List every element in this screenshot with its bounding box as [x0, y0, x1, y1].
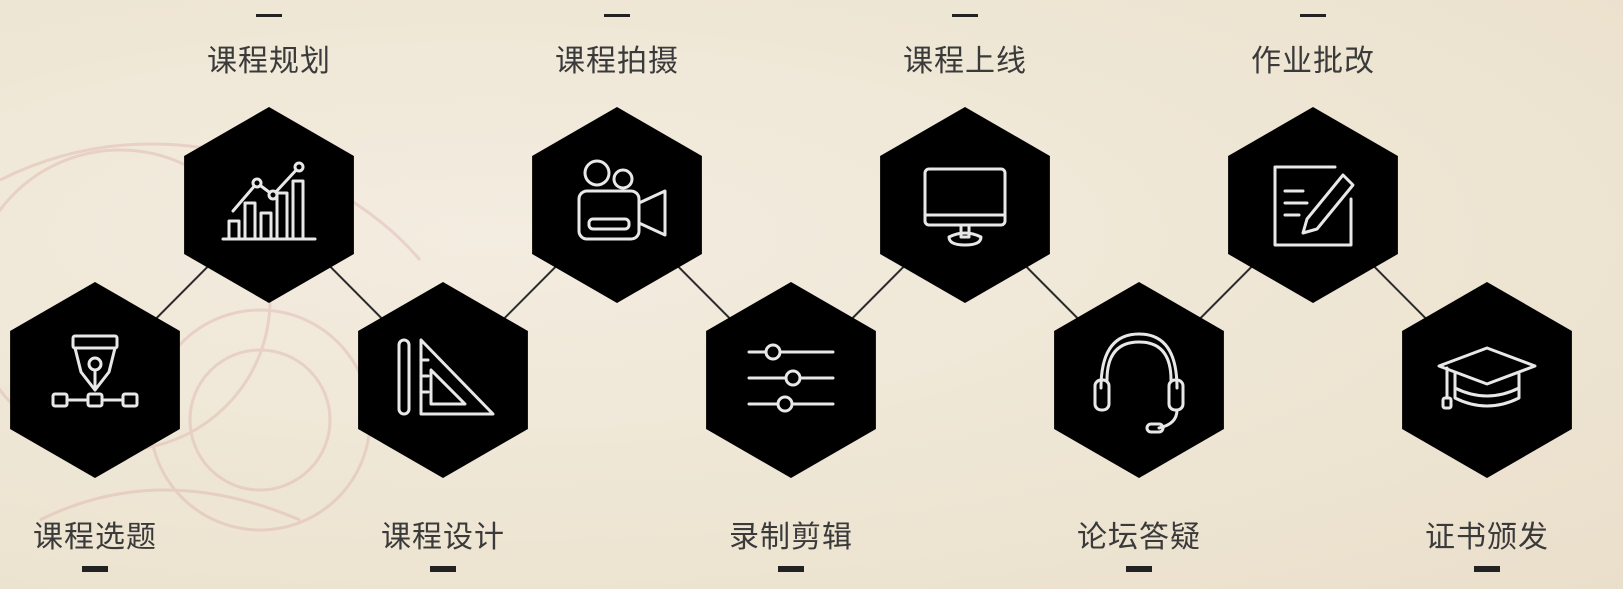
- step-node-6: [880, 107, 1050, 303]
- pen-nib-icon: [51, 334, 139, 408]
- hexagon: [1402, 282, 1572, 478]
- step-marker: [430, 566, 456, 572]
- step-marker: [1126, 566, 1152, 572]
- step-node-3: [358, 282, 528, 478]
- step-label: 课程规划: [207, 44, 331, 79]
- hexagon: [532, 107, 702, 303]
- ruler-triangle-icon: [397, 338, 495, 416]
- step-label: 作业批改: [1251, 44, 1375, 79]
- step-marker: [1474, 566, 1500, 572]
- step-label: 证书颁发: [1425, 520, 1549, 555]
- video-camera-icon: [577, 159, 667, 241]
- hexagon: [1228, 107, 1398, 303]
- step-label: 课程拍摄: [555, 44, 679, 79]
- step-label: 论坛答疑: [1077, 520, 1201, 555]
- graduation-cap-icon: [1437, 346, 1537, 410]
- hexagon: [880, 107, 1050, 303]
- hexagon: [1054, 282, 1224, 478]
- step-label: 课程设计: [381, 520, 505, 555]
- sliders-icon: [747, 343, 835, 413]
- step-marker: [82, 566, 108, 572]
- step-node-9: [1402, 282, 1572, 478]
- step-node-4: [532, 107, 702, 303]
- step-marker: [256, 14, 282, 17]
- step-label: 录制剪辑: [729, 520, 853, 555]
- step-node-5: [706, 282, 876, 478]
- step-marker: [778, 566, 804, 572]
- step-marker: [604, 14, 630, 17]
- step-node-2: [184, 107, 354, 303]
- step-marker: [1300, 14, 1326, 17]
- monitor-icon: [923, 167, 1007, 247]
- step-node-1: [10, 282, 180, 478]
- step-node-7: [1054, 282, 1224, 478]
- bar-chart-icon: [221, 161, 317, 241]
- step-node-8: [1228, 107, 1398, 303]
- step-marker: [952, 14, 978, 17]
- edit-document-icon: [1273, 165, 1355, 247]
- step-label: 课程上线: [903, 44, 1027, 79]
- hexagon: [184, 107, 354, 303]
- step-label: 课程选题: [33, 520, 157, 555]
- headset-icon: [1093, 332, 1185, 434]
